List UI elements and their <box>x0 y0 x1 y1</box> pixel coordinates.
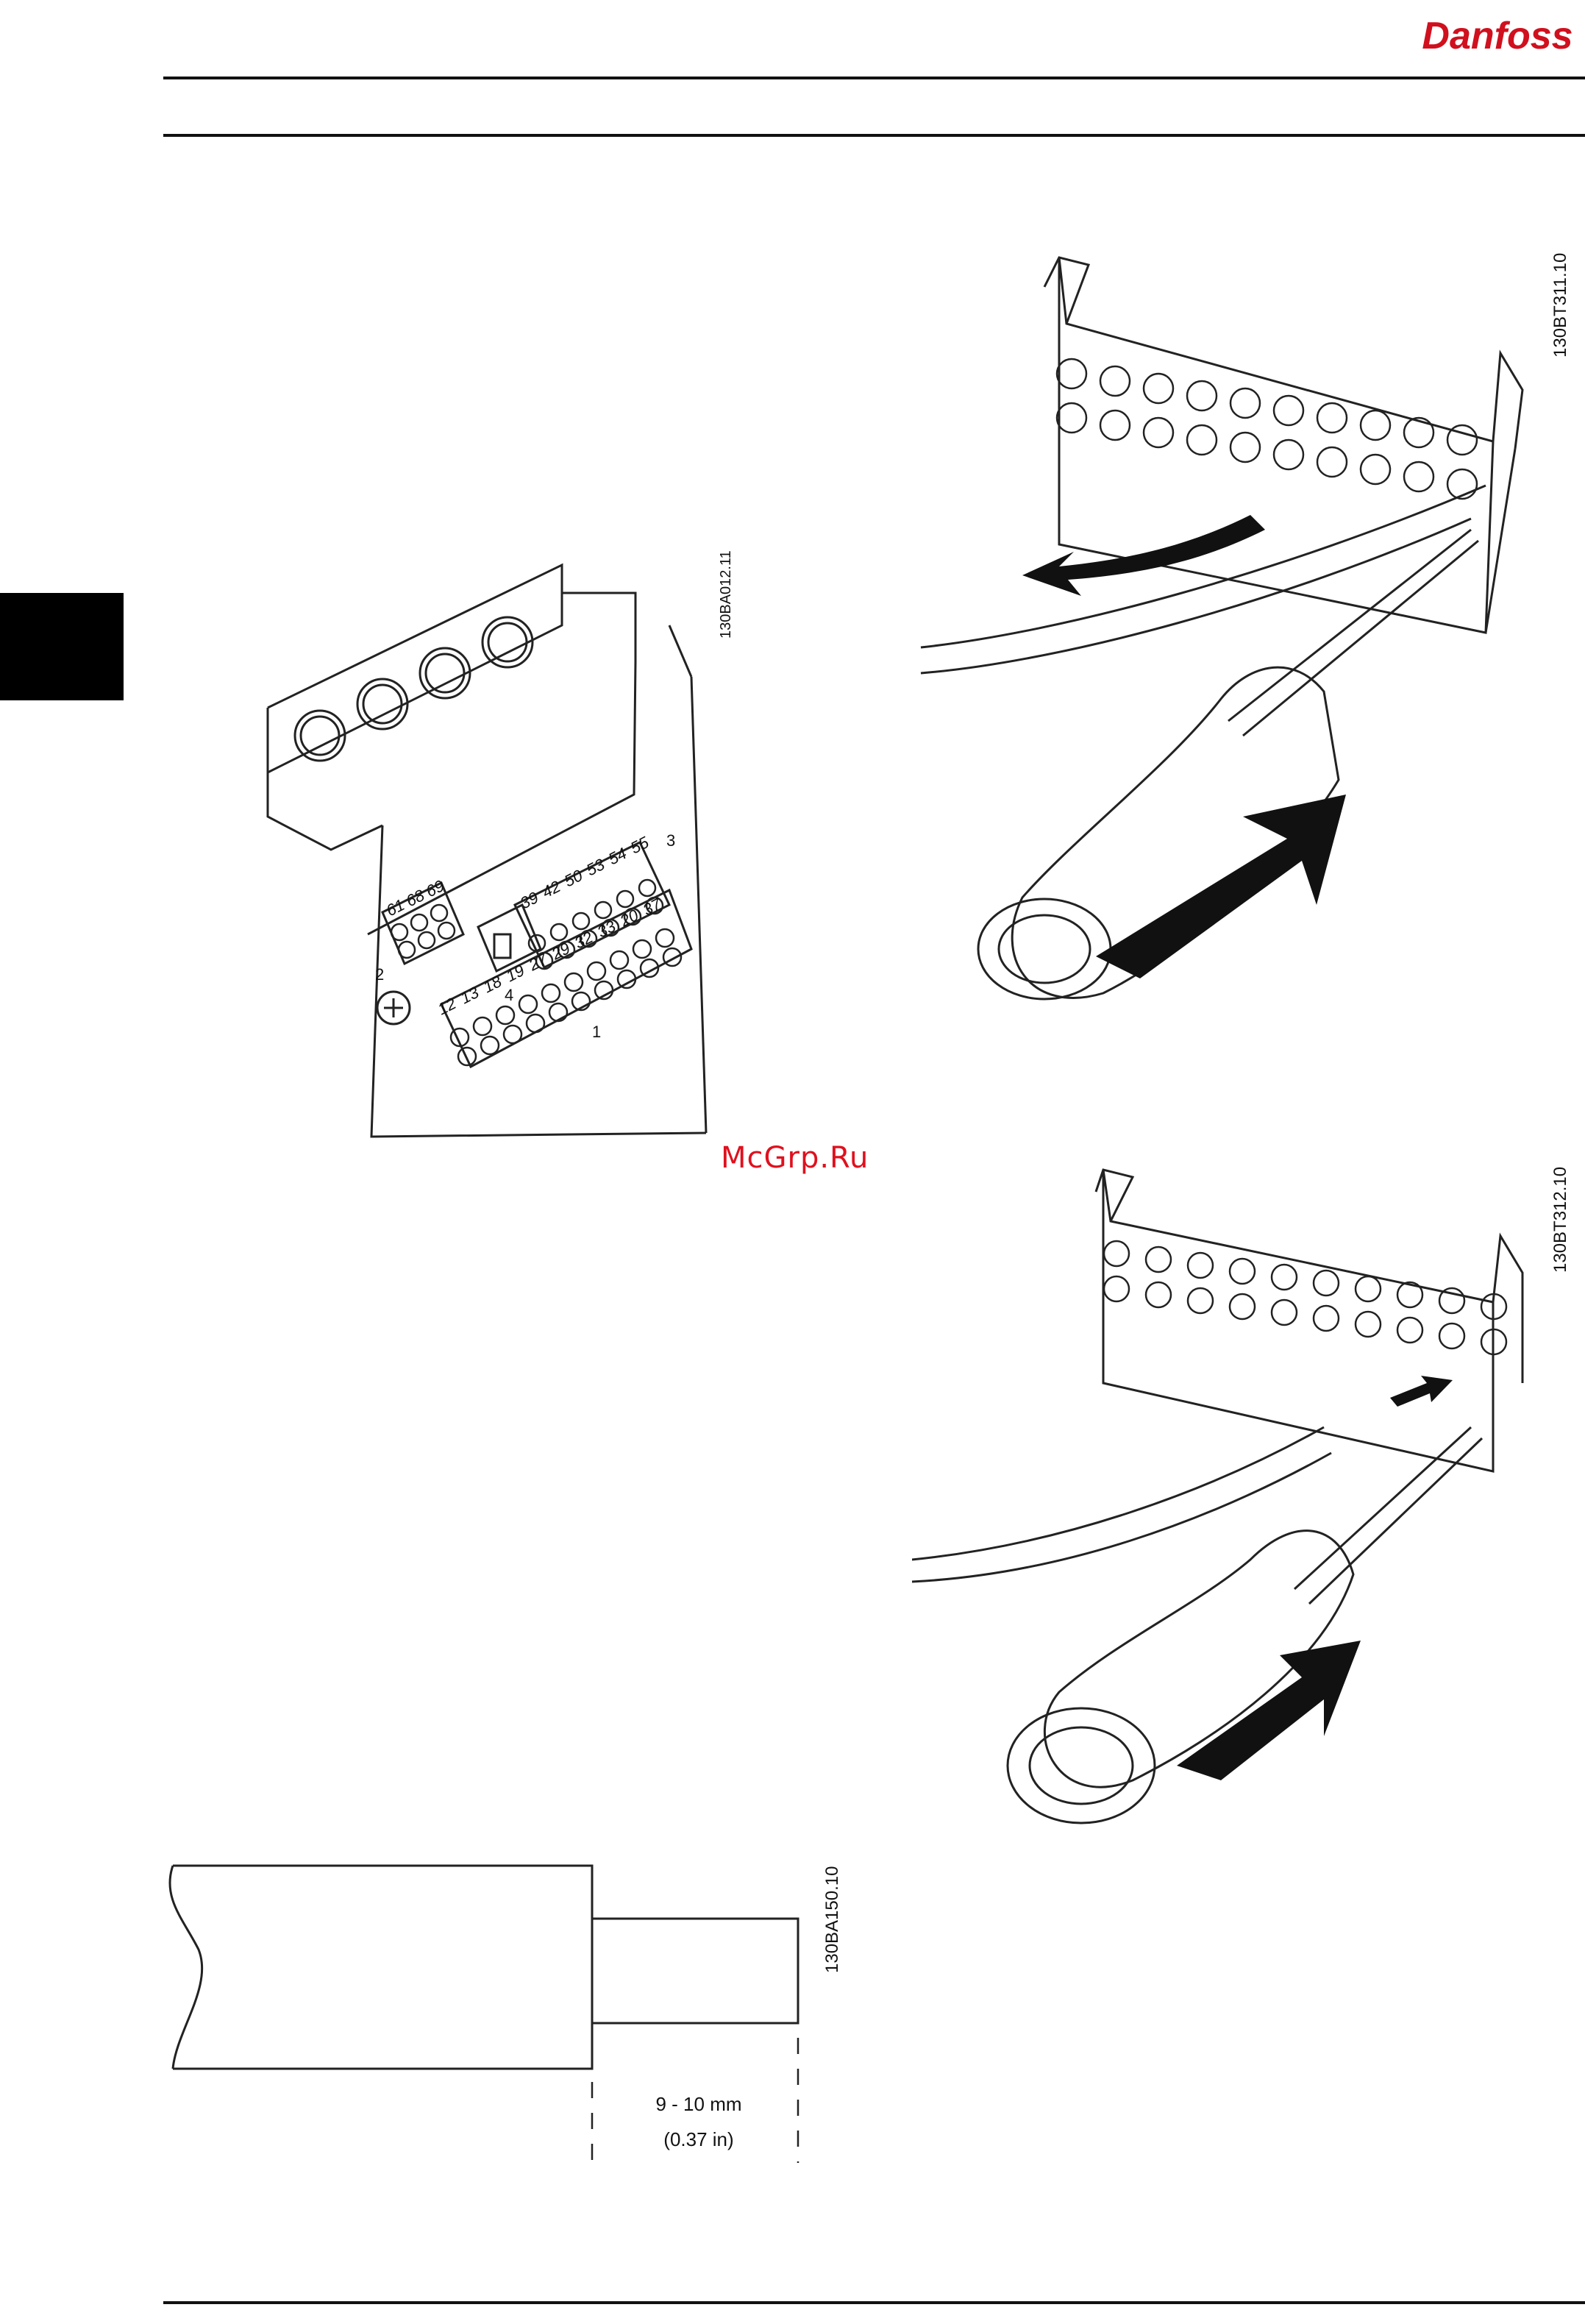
terminal-hole <box>1188 1253 1213 1278</box>
direction-arrow-insert <box>1390 1376 1453 1407</box>
figure-code: 130BT312.10 <box>1550 1167 1571 1273</box>
terminal-hole <box>1274 396 1303 425</box>
figure-code: 130BA012.11 <box>718 550 735 639</box>
terminal-label: 50 <box>561 866 586 891</box>
terminal-hole <box>1314 1271 1339 1296</box>
terminal-hole <box>1317 447 1347 477</box>
terminal-hole <box>573 913 589 929</box>
callout-4: 4 <box>505 986 513 1004</box>
terminal-hole <box>399 942 415 958</box>
unplug-step-figure <box>912 250 1574 1015</box>
terminal-hole <box>633 940 651 958</box>
terminal-hole <box>1274 440 1303 469</box>
terminal-hole <box>1439 1323 1464 1348</box>
wire-strip-figure <box>162 1854 824 2163</box>
terminal-hole <box>551 924 567 940</box>
callout-3: 3 <box>666 831 675 850</box>
terminal-label: 19 <box>503 961 527 985</box>
terminal-hole <box>549 1003 567 1021</box>
terminal-hole <box>496 1006 514 1024</box>
terminal-hole <box>1057 359 1086 388</box>
terminal-label: 54 <box>605 844 630 868</box>
terminal-label: 42 <box>539 877 563 901</box>
terminal-hole <box>1361 411 1390 440</box>
callout-2: 2 <box>375 965 384 984</box>
terminal-hole <box>1057 403 1086 433</box>
terminal-hole <box>1188 1288 1213 1313</box>
terminal-hole <box>1100 366 1130 396</box>
terminal-hole <box>1230 1259 1255 1284</box>
terminal-label: 37 <box>640 895 665 920</box>
terminal-hole <box>610 951 628 969</box>
terminal-label: 39 <box>517 888 541 912</box>
terminal-hole <box>1447 425 1477 455</box>
terminal-hole <box>1104 1276 1129 1301</box>
terminal-hole <box>639 880 655 896</box>
insert-step-figure <box>912 1162 1574 1824</box>
header-rule-bottom <box>163 134 1585 137</box>
terminal-hole <box>542 984 560 1002</box>
figure-code: 130BA150.10 <box>822 1866 843 1973</box>
terminal-hole <box>1146 1282 1171 1307</box>
terminal-hole <box>656 929 674 947</box>
svg-text:Danfoss: Danfoss <box>1422 15 1572 57</box>
terminal-hole <box>617 891 633 907</box>
terminal-label: 55 <box>627 833 652 858</box>
terminal-hole <box>1356 1312 1381 1337</box>
terminal-hole <box>504 1026 521 1043</box>
callout-1: 1 <box>592 1023 601 1041</box>
terminal-hole <box>1356 1276 1381 1301</box>
direction-arrow-up <box>1177 1641 1361 1780</box>
footer-rule <box>163 2301 1585 2304</box>
terminal-hole <box>527 1014 544 1032</box>
terminal-hole <box>1146 1247 1171 1272</box>
terminal-hole <box>391 924 407 940</box>
terminal-hole <box>1230 388 1260 418</box>
terminal-hole <box>1144 418 1173 447</box>
terminal-hole <box>1100 411 1130 440</box>
terminal-hole <box>411 914 427 931</box>
terminal-hole <box>438 923 455 939</box>
chapter-tab <box>0 593 124 700</box>
terminal-hole <box>1187 381 1217 411</box>
terminal-hole <box>1404 418 1433 447</box>
terminal-hole <box>1230 433 1260 462</box>
terminal-label: 68 <box>403 886 428 911</box>
terminal-hole <box>1187 425 1217 455</box>
terminal-hole <box>1230 1294 1255 1319</box>
terminal-label: 53 <box>583 855 608 880</box>
terminal-hole <box>1144 374 1173 403</box>
terminal-hole <box>1439 1288 1464 1313</box>
watermark: McGrp.Ru <box>721 1141 869 1175</box>
terminal-hole <box>1397 1318 1422 1343</box>
direction-arrow-up <box>1096 795 1346 978</box>
terminal-label: 69 <box>423 876 447 900</box>
header-rule-top <box>163 77 1585 79</box>
terminal-overview-figure: 39 42 50 53 54 55 61 68 69 12 13 18 19 2… <box>257 552 713 1148</box>
terminal-hole <box>474 1017 491 1035</box>
terminal-hole <box>1314 1306 1339 1331</box>
danfoss-logo: Danfoss <box>1411 6 1584 65</box>
terminal-hole <box>595 902 611 918</box>
terminal-hole <box>565 973 583 991</box>
terminal-hole <box>1317 403 1347 433</box>
figure-code: 130BT311.10 <box>1550 253 1571 358</box>
terminal-hole <box>1404 462 1433 491</box>
terminal-hole <box>1397 1282 1422 1307</box>
strip-length-mm: 9 - 10 mm <box>625 2093 772 2116</box>
terminal-hole <box>519 995 537 1013</box>
terminal-hole <box>1104 1241 1129 1266</box>
terminal-hole <box>1272 1265 1297 1290</box>
terminal-hole <box>431 905 447 921</box>
terminal-hole <box>481 1037 499 1054</box>
terminal-hole <box>588 962 605 980</box>
terminal-label: 20 <box>616 906 642 931</box>
terminal-hole <box>1272 1300 1297 1325</box>
terminal-hole <box>1361 455 1390 484</box>
strip-length-in: (0.37 in) <box>625 2128 772 2151</box>
terminal-hole <box>418 932 435 948</box>
